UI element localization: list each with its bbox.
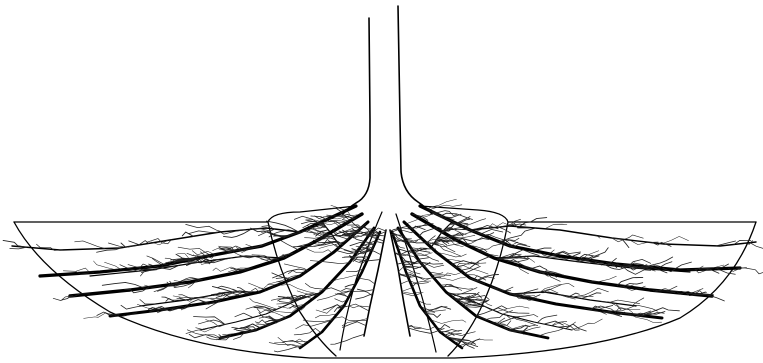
fine-root-hair bbox=[280, 240, 299, 250]
root-16 bbox=[470, 226, 756, 246]
fine-root-hair bbox=[431, 320, 466, 324]
fine-root-hair bbox=[662, 236, 689, 243]
fine-root-hair bbox=[432, 275, 451, 276]
fine-root-hair bbox=[499, 227, 511, 233]
root-4 bbox=[220, 228, 374, 338]
fine-root-hair bbox=[307, 249, 333, 253]
fine-root-hair bbox=[572, 319, 603, 330]
fine-root-hair bbox=[539, 329, 563, 336]
fine-root-hair bbox=[217, 286, 237, 292]
fine-root-hair bbox=[140, 300, 156, 304]
fine-root-hair bbox=[75, 241, 105, 249]
fine-root-hair bbox=[305, 283, 324, 289]
structure-group bbox=[14, 6, 756, 358]
fine-root-hair bbox=[437, 325, 450, 329]
fine-root-hair bbox=[633, 298, 644, 306]
fine-root-hair bbox=[212, 286, 232, 292]
fine-root-hair bbox=[10, 247, 27, 249]
fine-root-hair bbox=[342, 322, 366, 328]
fine-root-hair bbox=[178, 247, 211, 255]
fine-root-hair bbox=[357, 289, 373, 291]
fine-root-hair bbox=[152, 259, 162, 266]
fine-root-hair bbox=[534, 248, 551, 251]
fine-root-hair bbox=[331, 334, 365, 344]
fine-root-hair bbox=[510, 315, 538, 317]
fine-root-hair bbox=[194, 317, 226, 325]
fine-root-hair bbox=[179, 295, 196, 299]
root-1 bbox=[40, 206, 356, 276]
fine-root-hair bbox=[425, 306, 451, 312]
fine-root-hair bbox=[257, 309, 286, 318]
fine-root-hair bbox=[279, 299, 301, 303]
fine-root-hair bbox=[477, 243, 504, 250]
fine-root-hair bbox=[464, 266, 480, 273]
fine-root-hair bbox=[358, 278, 375, 284]
fine-root-hair bbox=[121, 305, 143, 309]
tree-trunk-right-edge bbox=[398, 6, 432, 214]
fine-root-hair bbox=[540, 283, 574, 292]
fine-root-hair bbox=[750, 243, 763, 253]
root-system bbox=[12, 206, 756, 348]
fine-root-hair bbox=[581, 293, 601, 299]
fine-root-hair bbox=[294, 328, 321, 334]
tree-trunk-left-edge bbox=[343, 18, 370, 214]
fine-root-hair bbox=[545, 224, 567, 229]
fine-root-hair bbox=[235, 313, 253, 317]
fine-root-hair bbox=[573, 288, 608, 297]
fine-root-hair bbox=[186, 224, 223, 231]
root-15 bbox=[392, 232, 462, 348]
fine-root-hair bbox=[346, 269, 363, 272]
fine-root-hair bbox=[147, 256, 168, 264]
fine-root-hair bbox=[471, 279, 485, 284]
